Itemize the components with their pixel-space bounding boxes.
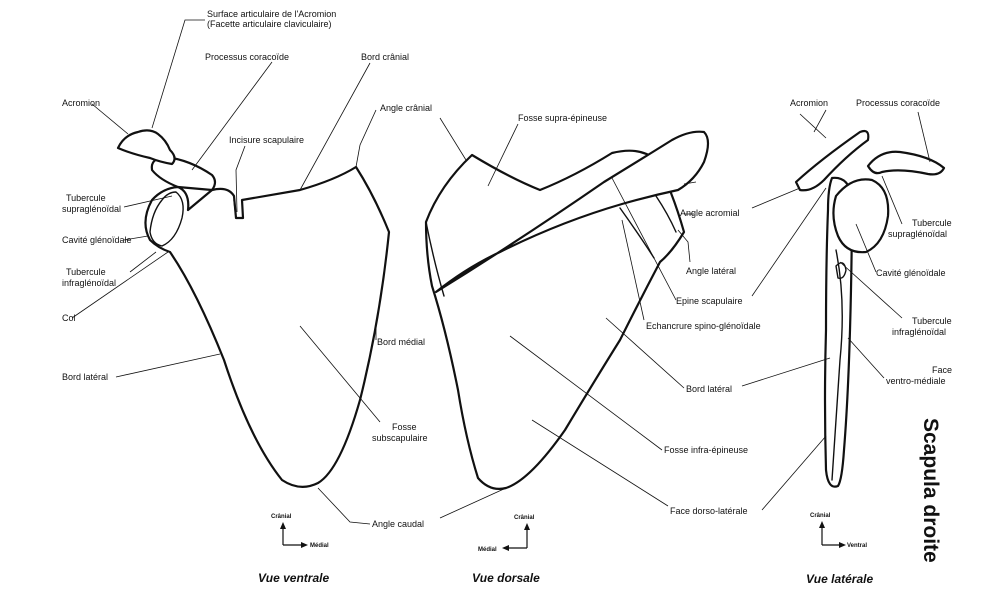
leader-lines xyxy=(71,19,931,525)
dorsal-blade-outline xyxy=(424,149,686,490)
ventral-notch-line xyxy=(233,199,237,219)
label-angle-caudal: Angle caudal xyxy=(372,519,424,529)
dorsal-spine-line xyxy=(425,221,445,297)
ventral-acromion-outline xyxy=(116,129,176,166)
label-tubercule-infra-ventral-1: Tubercule xyxy=(66,267,106,277)
label-tubercule-infra-lateral-2: infraglénoïdal xyxy=(892,327,946,337)
label-echancrure: Echancrure spino-glénoïdale xyxy=(646,321,761,331)
orient-cranial-lateral: Crânial xyxy=(810,513,831,519)
label-processus-coracoide-ventral: Processus coracoïde xyxy=(205,52,289,62)
ventral-view xyxy=(116,129,391,488)
lateral-glenoid-outline xyxy=(832,178,890,254)
orientation-dorsal: Crânial Médial xyxy=(478,515,535,553)
caption-vue-laterale: Vue latérale xyxy=(806,572,873,586)
dorsal-view xyxy=(424,130,710,490)
page-title: Scapula droite xyxy=(919,418,942,563)
arrow-right-icon xyxy=(839,542,846,548)
caption-vue-dorsale: Vue dorsale xyxy=(472,571,540,585)
label-col: Col xyxy=(62,313,76,323)
label-tubercule-infra-ventral-2: infraglénoïdal xyxy=(62,278,116,288)
arrow-up-icon xyxy=(280,522,286,529)
label-fosse-infra-epineuse: Fosse infra-épineuse xyxy=(664,445,748,455)
label-cavite-glenoidale-lateral: Cavité glénoïdale xyxy=(876,268,946,278)
label-incisure-scapulaire: Incisure scapulaire xyxy=(229,135,304,145)
label-face-ventro-mediale-2: ventro-médiale xyxy=(886,376,946,386)
label-epine-scapulaire: Epine scapulaire xyxy=(676,296,743,306)
label-bord-cranial: Bord crânial xyxy=(361,52,409,62)
lateral-view xyxy=(794,129,946,488)
label-face-dorso-laterale: Face dorso-latérale xyxy=(670,506,748,516)
label-fosse-subscapulaire-2: subscapulaire xyxy=(372,433,428,443)
caption-vue-ventrale: Vue ventrale xyxy=(258,571,329,585)
label-bord-medial: Bord médial xyxy=(377,337,425,347)
label-tubercule-supra-lateral-1: Tubercule xyxy=(912,218,952,228)
label-bord-lateral-ventral: Bord latéral xyxy=(62,372,108,382)
lateral-tubercle-line xyxy=(835,262,847,280)
label-cavite-glenoidale-ventral: Cavité glénoïdale xyxy=(62,235,132,245)
orientation-ventral: Crânial Médial xyxy=(271,514,329,549)
dorsal-angle-line xyxy=(655,195,677,233)
label-fosse-supra-epineuse: Fosse supra-épineuse xyxy=(518,113,607,123)
lateral-coracoid-outline xyxy=(866,150,946,176)
labels: Surface articulaire de l'Acromion (Facet… xyxy=(62,9,952,529)
arrow-left-icon xyxy=(502,545,509,551)
ventral-glenoid-outline xyxy=(149,191,184,247)
orientation-lateral: Crânial Ventral xyxy=(810,513,867,549)
lateral-acromion-outline xyxy=(794,129,870,192)
orient-medial-dorsal: Médial xyxy=(478,547,497,553)
ventral-blade-outline xyxy=(144,165,391,488)
label-acromion-ventral: Acromion xyxy=(62,98,100,108)
label-face-ventro-mediale-1: Face xyxy=(932,365,952,375)
orient-medial-ventral: Médial xyxy=(310,543,329,549)
label-angle-lateral: Angle latéral xyxy=(686,266,736,276)
arrow-up-icon xyxy=(819,521,825,528)
label-processus-coracoide-lateral: Processus coracoïde xyxy=(856,98,940,108)
label-surface-articulaire-1: Surface articulaire de l'Acromion xyxy=(207,9,336,19)
arrow-right-icon xyxy=(301,542,308,548)
orient-ventral-lateral: Ventral xyxy=(847,543,867,549)
label-tubercule-supra-lateral-2: supraglénoïdal xyxy=(888,229,947,239)
orient-cranial-dorsal: Crânial xyxy=(514,515,535,521)
arrow-up-icon xyxy=(524,523,530,530)
label-angle-acromial: Angle acromial xyxy=(680,208,740,218)
label-tubercule-supra-ventral-1: Tubercule xyxy=(66,193,106,203)
label-bord-lateral-dorsal: Bord latéral xyxy=(686,384,732,394)
dorsal-spine-outline xyxy=(434,130,710,294)
label-fosse-subscapulaire-1: Fosse xyxy=(392,422,417,432)
label-surface-articulaire-2: (Facette articulaire claviculaire) xyxy=(207,19,332,29)
orient-cranial-ventral: Crânial xyxy=(271,514,292,520)
label-tubercule-infra-lateral-1: Tubercule xyxy=(912,316,952,326)
label-acromion-lateral: Acromion xyxy=(790,98,828,108)
lateral-inner-line xyxy=(831,249,843,481)
label-angle-cranial: Angle crânial xyxy=(380,103,432,113)
label-tubercule-supra-ventral-2: supraglénoïdal xyxy=(62,204,121,214)
